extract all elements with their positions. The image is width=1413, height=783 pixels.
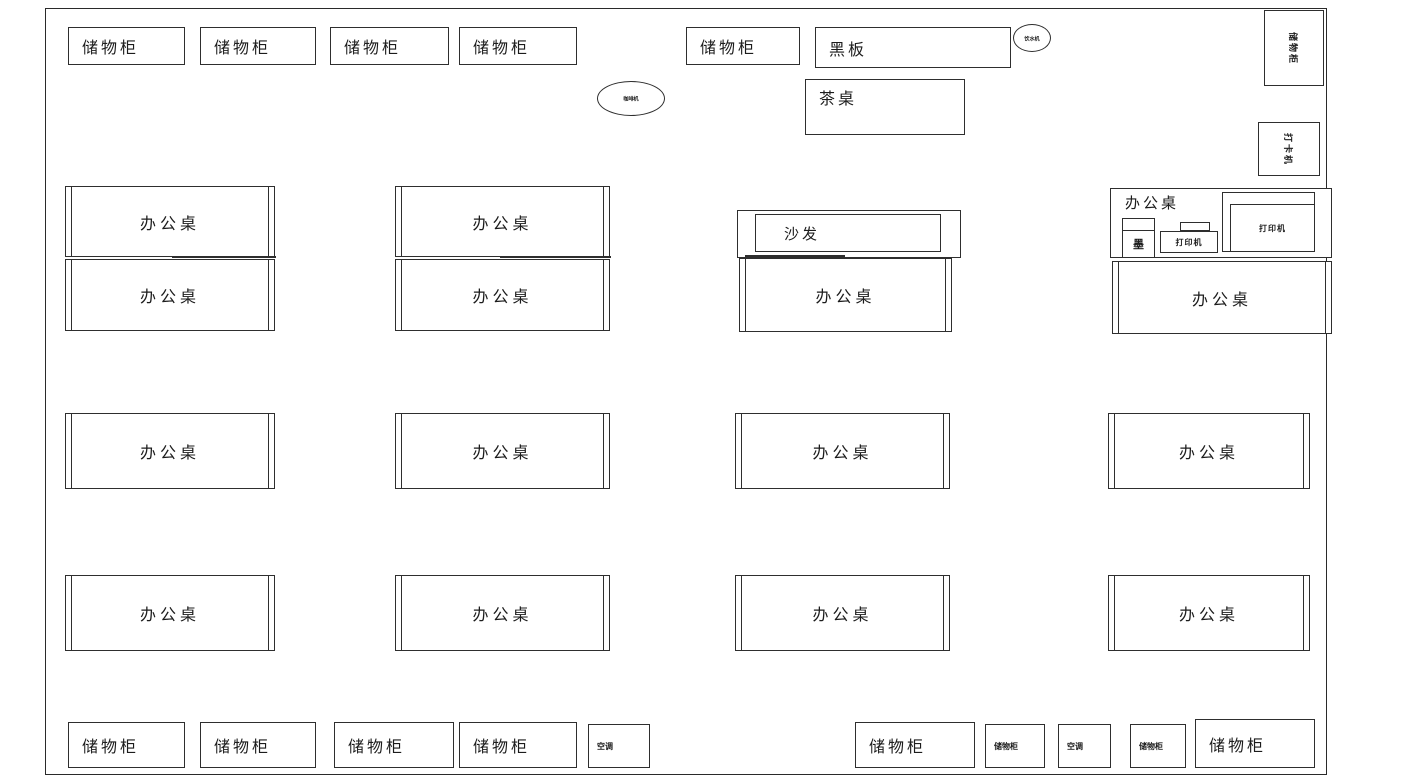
desk-label: 办公桌: [1178, 443, 1239, 462]
storage-cabinet: 储物柜: [459, 27, 577, 65]
office-desk: 办公桌: [65, 575, 275, 651]
office-desk: 办公桌: [1108, 413, 1310, 489]
desk-label: 办公桌: [139, 287, 200, 306]
storage-cabinet: 储物柜: [459, 722, 577, 768]
blackboard-label: 黑板: [829, 39, 868, 59]
desk-label: 办公桌: [472, 287, 533, 306]
cabinet-label: 储物柜: [214, 38, 272, 57]
storage-cabinet: 储物柜: [330, 27, 449, 65]
desk-label: 办公桌: [472, 605, 533, 624]
office-desk: 办公桌: [65, 186, 275, 257]
office-desk: 办公桌: [65, 259, 275, 331]
wall-cabinet-label: 储物柜: [1287, 31, 1298, 65]
sofa-label: 沙发: [784, 224, 821, 243]
cabinet-label: 储物柜: [214, 737, 272, 756]
cabinet-label: 储物柜: [994, 741, 1018, 751]
cabinet-label: 储物柜: [473, 737, 531, 756]
office-desk: 办公桌: [735, 575, 950, 651]
desk-label: 办公桌: [1191, 289, 1252, 309]
cabinet-label: 储物柜: [473, 38, 531, 57]
air-conditioner: 空调: [1058, 724, 1111, 768]
wall-storage-cabinet: 储物柜: [1264, 10, 1324, 86]
storage-cabinet: 储物柜: [855, 722, 975, 768]
air-conditioner: 空调: [588, 724, 650, 768]
office-desk: 办公桌: [739, 258, 952, 332]
desk-label: 办公桌: [139, 443, 200, 462]
storage-cabinet: 储物柜: [200, 27, 316, 65]
cabinet-label: 储物柜: [1139, 741, 1163, 751]
cabinet-label: 储物柜: [869, 737, 927, 756]
desk-label: 办公桌: [812, 443, 873, 462]
water-dispenser: 饮水机: [1013, 24, 1051, 52]
desk-label: 办公桌: [815, 287, 876, 306]
time-clock-box: 打卡机: [1258, 122, 1320, 176]
office-desk: 办公桌: [395, 259, 610, 331]
office-desk: 办公桌: [395, 575, 610, 651]
time-clock-label: 打卡机: [1282, 132, 1293, 166]
office-desk: 办公桌: [1108, 575, 1310, 651]
cabinet-label: 储物柜: [82, 38, 140, 57]
coffee-machine: 咖啡机: [597, 81, 665, 116]
printer-label: 打印机: [1175, 237, 1203, 247]
office-desk: 办公桌: [735, 413, 950, 489]
storage-cabinet: 储物柜: [68, 27, 185, 65]
desk-divider: [745, 255, 845, 257]
blackboard: 黑板: [815, 27, 1011, 68]
printer-label: 打印机: [1259, 223, 1286, 233]
water-dispenser-label: 饮水机: [1024, 35, 1040, 42]
office-desk: 办公桌: [395, 186, 610, 257]
storage-cabinet: 储物柜: [200, 722, 316, 768]
desk-label: 办公桌: [1178, 605, 1239, 624]
storage-cabinet: 储物柜: [68, 722, 185, 768]
tea-table-label: 茶桌: [819, 89, 858, 108]
storage-cabinet: 储物柜: [334, 722, 454, 768]
printer-large: 打印机: [1230, 204, 1315, 252]
ink-label: 墨: [1133, 238, 1144, 251]
cabinet-label: 储物柜: [82, 737, 140, 756]
room-outline: [45, 8, 1327, 775]
desk-label: 办公桌: [139, 605, 200, 624]
cabinet-label: 储物柜: [700, 38, 758, 57]
cabinet-label: 储物柜: [348, 737, 406, 756]
printer-tab: [1180, 222, 1210, 231]
storage-cabinet-small: 储物柜: [1130, 724, 1186, 768]
coffee-machine-label: 咖啡机: [623, 96, 639, 103]
ac-label: 空调: [1067, 741, 1083, 751]
office-desk: 办公桌: [1112, 261, 1332, 334]
storage-cabinet: 储物柜: [686, 27, 800, 65]
desk-divider: [172, 256, 276, 258]
storage-cabinet: 储物柜: [1195, 719, 1315, 768]
desk-divider: [500, 256, 611, 258]
ac-label: 空调: [597, 741, 613, 751]
sofa: 沙发: [755, 214, 941, 252]
cabinet-label: 储物柜: [1209, 735, 1267, 755]
cabinet-label: 储物柜: [344, 38, 402, 57]
desk-label: 办公桌: [812, 605, 873, 624]
ink-box: 墨: [1122, 218, 1155, 258]
tea-table: 茶桌: [805, 79, 965, 135]
desk-label: 办公桌: [139, 213, 200, 233]
storage-cabinet-small: 储物柜: [985, 724, 1045, 768]
office-desk: 办公桌: [65, 413, 275, 489]
printer-small: 打印机: [1160, 231, 1218, 253]
office-desk: 办公桌: [395, 413, 610, 489]
desk-label: 办公桌: [1125, 194, 1180, 212]
desk-label: 办公桌: [472, 443, 533, 462]
desk-label: 办公桌: [472, 213, 533, 233]
